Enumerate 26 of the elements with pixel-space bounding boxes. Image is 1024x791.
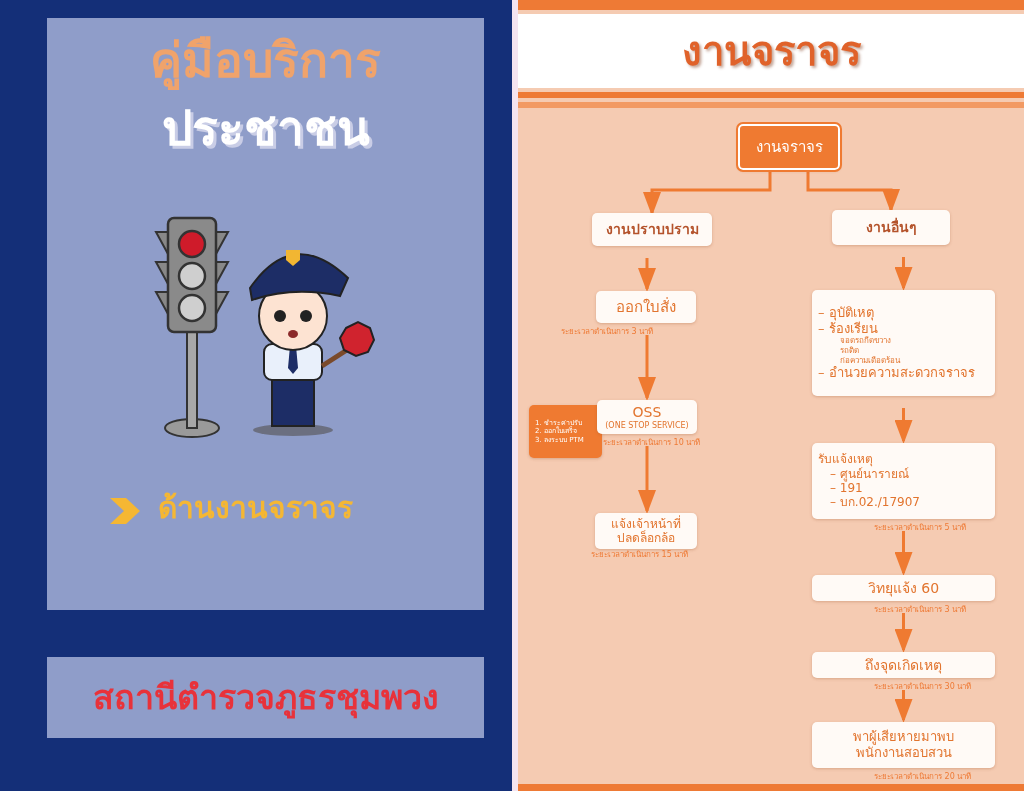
duration-label: ระยะเวลาดำเนินการ 3 นาที (874, 604, 967, 616)
station-name-box: สถานีตำรวจภูธรชุมพวง (47, 657, 484, 738)
cover-heading: ประชาชน (160, 100, 371, 158)
section-label: ด้านงานจราจร (158, 490, 353, 526)
duration-label: ระยะเวลาดำเนินการ 10 นาที (603, 437, 701, 449)
process-box: งานจราจร (738, 124, 840, 170)
arrow (806, 170, 900, 213)
arrow (894, 613, 913, 653)
duration-label: ระยะเวลาดำเนินการ 5 นาที (874, 522, 967, 534)
title-banner: งานจราจร (518, 14, 1024, 88)
list-box: – อุบัติเหตุ – ร้องเรียน จอดรถกีดขวาง รถติด ก่อความเดือดร้อน – อำนวยความสะดวกจราจร (812, 290, 995, 396)
duration-label: ระยะเวลาดำเนินการ 15 นาที (591, 549, 689, 561)
arrow (638, 258, 656, 292)
duration-label: ระยะเวลาดำเนินการ 3 นาที (561, 326, 654, 338)
process-box: งานปราบปราม (592, 213, 712, 246)
duration-label: ระยะเวลาดำเนินการ 30 นาที (874, 681, 972, 693)
arrow (894, 690, 913, 723)
cover-heading: คู่มือบริการ (149, 32, 382, 90)
arrow (894, 408, 913, 444)
arrow (894, 531, 913, 576)
arrow (638, 446, 656, 514)
arrow (894, 257, 913, 291)
duration-label: ระยะเวลาดำเนินการ 20 นาที (874, 771, 972, 783)
process-box: งานอื่นๆ (832, 210, 950, 245)
arrow (643, 170, 772, 216)
arrow (638, 335, 656, 401)
